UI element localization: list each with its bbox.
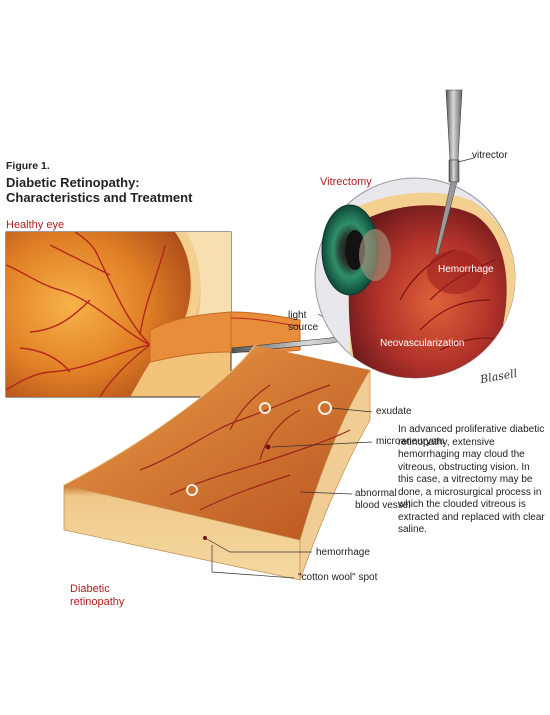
neovascularization-label: Neovascularization [380, 338, 465, 349]
vitrector-instrument [434, 89, 475, 256]
diabetic-line-1: Diabetic [70, 583, 110, 595]
light-source-line-2: source [288, 322, 319, 333]
figure-label: Figure 1. [6, 160, 50, 172]
exudates [186, 401, 332, 496]
hemorrhage-inner-label: Hemorrhage [438, 264, 494, 275]
healthy-retina [6, 232, 191, 397]
healthy-eye-heading: Healthy eye [6, 219, 65, 231]
optic-nerve [149, 311, 231, 363]
vitrectomy-heading: Vitrectomy [320, 176, 372, 188]
caption-text: In advanced proliferative diabetic retin… [398, 424, 545, 535]
abnormal-line-1: abnormal [355, 488, 397, 499]
light-source-label: light source [288, 310, 318, 334]
lens [359, 229, 391, 281]
title-line-2: Characteristics and Treatment [6, 190, 193, 205]
microaneurysm-label: microaneurysm [376, 436, 445, 447]
title-line-1: Diabetic Retinopathy: [6, 175, 140, 190]
diabetic-retinopathy-heading: Diabetic retinopathy [70, 583, 150, 609]
diabetic-line-2: retinopathy [70, 596, 125, 608]
light-source-line-1: light [288, 310, 307, 321]
microaneurysm-dot [265, 444, 271, 450]
exudate-label: exudate [376, 406, 412, 417]
healthy-eye-panel [5, 231, 232, 398]
hemorrhage-label: hemorrhage [316, 547, 370, 558]
diabetic-retinopathy-block [63, 344, 371, 581]
abnormal-line-2: blood vessel [355, 500, 411, 511]
vitrectomy-eye [314, 177, 516, 379]
vitrector-label: vitrector [472, 150, 508, 161]
abnormal-vessel-label: abnormal blood vessel [355, 488, 411, 512]
hemorrhage-area [427, 250, 483, 294]
leader-lines [204, 407, 373, 579]
cotton-wool-label: "cotton wool" spot [298, 572, 378, 583]
retinal-vessels [6, 232, 166, 397]
page-title: Diabetic Retinopathy: Characteristics an… [6, 175, 206, 205]
